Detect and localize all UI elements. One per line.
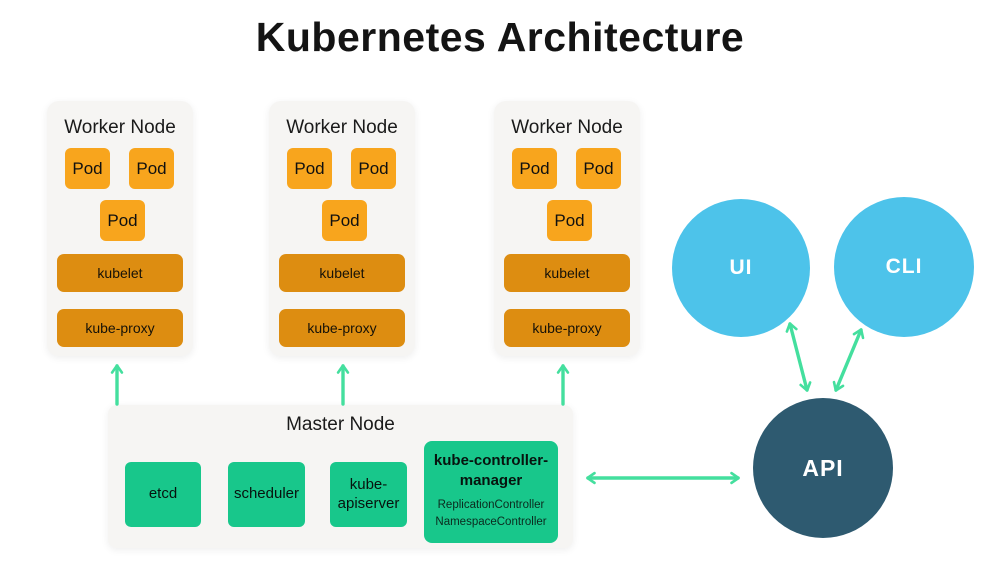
- pod-box: Pod: [351, 148, 396, 189]
- pod-box: Pod: [287, 148, 332, 189]
- worker-node-title: Worker Node: [286, 117, 398, 138]
- pod-box: Pod: [322, 200, 367, 241]
- kubelet-box: kubelet: [57, 254, 183, 292]
- pod-box: Pod: [512, 148, 557, 189]
- kube-controller-manager-title: kube-controller-manager: [433, 452, 549, 490]
- pod-box: Pod: [547, 200, 592, 241]
- kube-proxy-box: kube-proxy: [57, 309, 183, 347]
- worker-node-2: Worker Node Pod Pod Pod kubelet kube-pro…: [269, 101, 415, 356]
- worker-node-1: Worker Node Pod Pod Pod kubelet kube-pro…: [47, 101, 193, 356]
- controller-item: ReplicationController: [437, 498, 545, 511]
- pod-box: Pod: [129, 148, 174, 189]
- arrow-ui-api-icon: [785, 322, 812, 392]
- worker-node-3: Worker Node Pod Pod Pod kubelet kube-pro…: [494, 101, 640, 356]
- master-node-title: Master Node: [286, 414, 395, 435]
- arrow-cli-api-icon: [832, 328, 865, 392]
- kubelet-box: kubelet: [279, 254, 405, 292]
- master-node: Master Node etcd scheduler kube-apiserve…: [108, 405, 573, 548]
- worker-node-title: Worker Node: [511, 117, 623, 138]
- kubelet-box: kubelet: [504, 254, 630, 292]
- scheduler-box: scheduler: [228, 462, 305, 527]
- pod-box: Pod: [576, 148, 621, 189]
- worker-node-title: Worker Node: [64, 117, 176, 138]
- controller-list: ReplicationController NamespaceControlle…: [435, 497, 546, 532]
- page-title: Kubernetes Architecture: [255, 14, 745, 60]
- kube-proxy-box: kube-proxy: [504, 309, 630, 347]
- ui-circle: UI: [672, 199, 810, 337]
- controller-item: NamespaceController: [435, 515, 547, 528]
- kube-apiserver-box: kube-apiserver: [330, 462, 407, 527]
- kube-proxy-box: kube-proxy: [279, 309, 405, 347]
- cli-circle: CLI: [834, 197, 974, 337]
- api-circle: API: [753, 398, 893, 538]
- pod-box: Pod: [100, 200, 145, 241]
- kube-controller-manager-box: kube-controller-manager ReplicationContr…: [424, 441, 558, 543]
- etcd-box: etcd: [125, 462, 201, 527]
- pod-box: Pod: [65, 148, 110, 189]
